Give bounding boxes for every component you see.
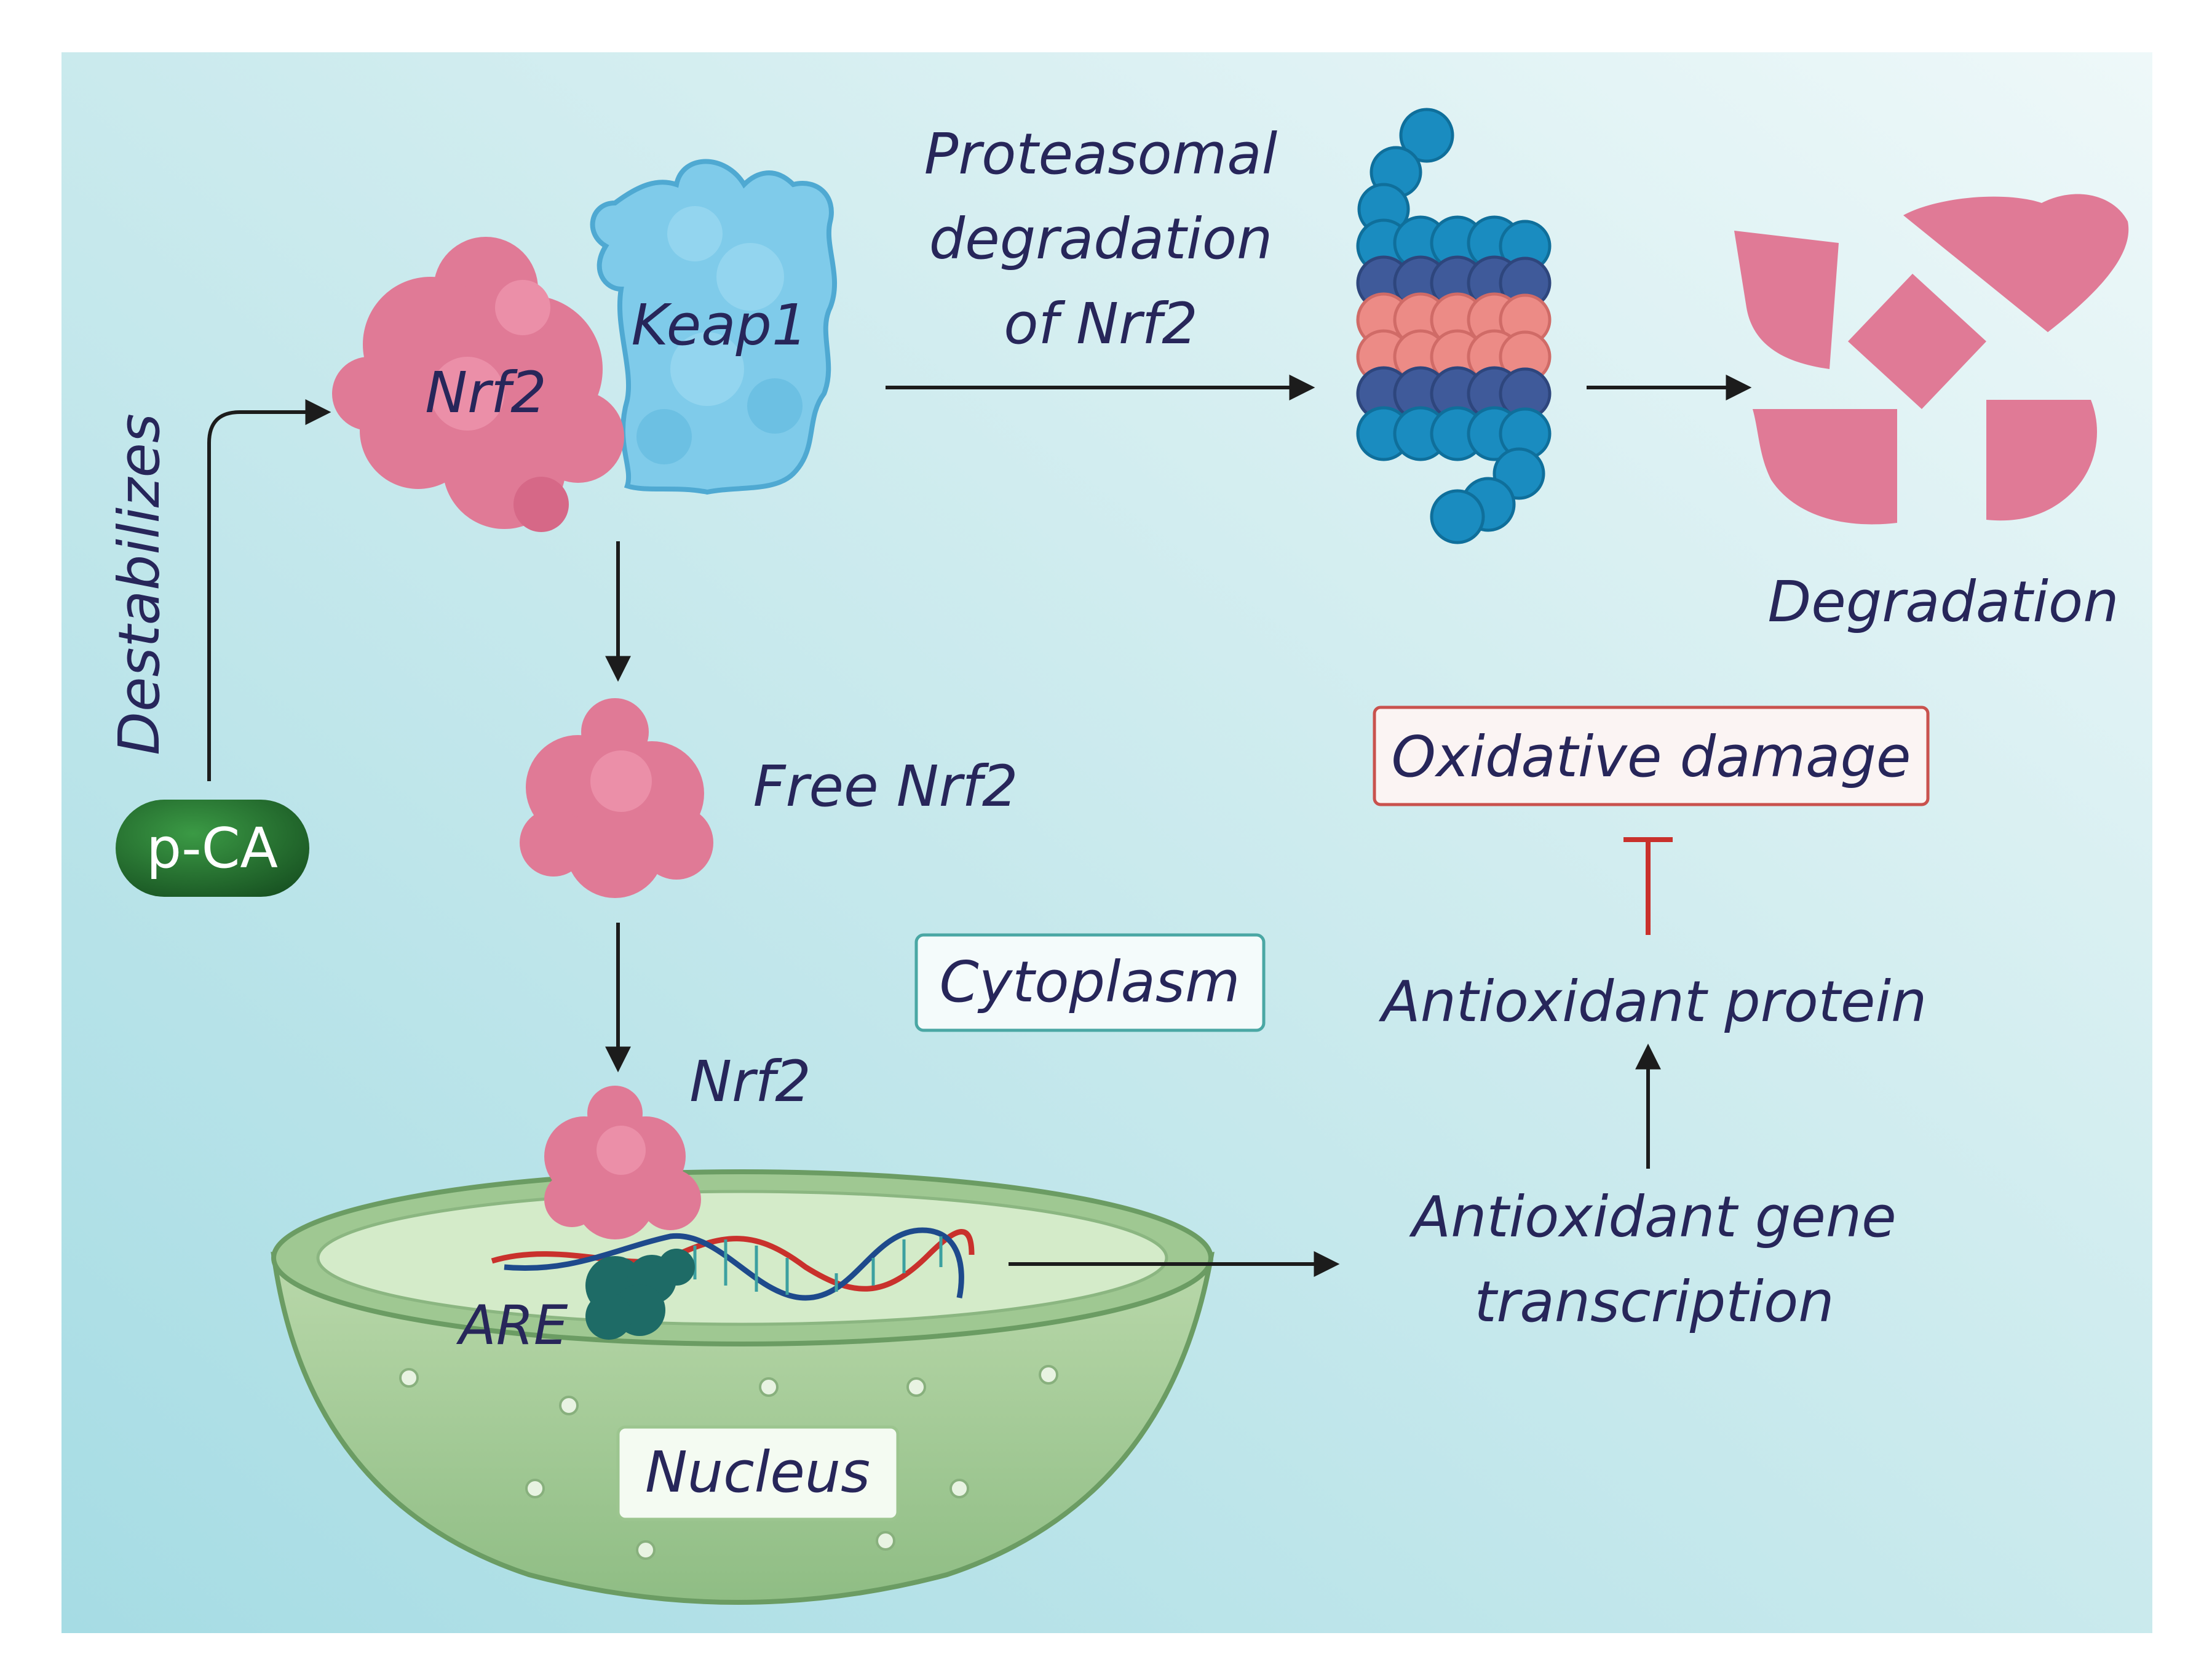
are-binding-protein (585, 1249, 695, 1340)
nrf2-complex-label: Nrf2 (425, 360, 547, 426)
proteasomal-degradation-line1: Proteasomal (924, 121, 1278, 187)
oxidative-damage-label: Oxidative damage (1392, 724, 1911, 790)
nuclear-nrf2-protein (544, 1086, 701, 1239)
are-label: ARE (456, 1294, 568, 1357)
proteasomal-degradation-line3: of Nrf2 (1004, 291, 1198, 357)
free-nrf2-label: Free Nrf2 (753, 754, 1018, 819)
keap1-label: Keap1 (632, 292, 808, 358)
antioxidant-gene-label-line1: Antioxidant gene (1409, 1184, 1896, 1250)
proteasomal-degradation-line2: degradation (929, 206, 1273, 272)
pca-label: p-CA (146, 816, 278, 881)
inhibition-bar-icon (1623, 837, 1673, 935)
arrow-pca-to-complex (207, 399, 331, 781)
nrf2-protein-complex (332, 237, 624, 532)
antioxidant-gene-label-line2: transcription (1474, 1269, 1834, 1335)
degraded-fragments-icon (1734, 194, 2129, 525)
cytoplasm-label: Cytoplasm (940, 949, 1240, 1015)
free-nrf2-protein (520, 698, 713, 898)
keap1-protein (590, 159, 837, 495)
nucleus-box: Nucleus (616, 1425, 900, 1521)
proteasome-icon (1356, 108, 1552, 544)
cytoplasm-box: Cytoplasm (914, 933, 1266, 1032)
antioxidant-protein-label: Antioxidant protein (1379, 969, 1927, 1035)
destabilizes-label: Destabilizes (106, 413, 172, 755)
dna-helix-icon (491, 1227, 975, 1301)
nucleus-bowl (271, 1169, 1215, 1605)
nucleus-label: Nucleus (645, 1439, 870, 1505)
oxidative-damage-box: Oxidative damage (1373, 706, 1930, 806)
pca-compound-badge: p-CA (116, 800, 309, 897)
degradation-label: Degradation (1767, 569, 2119, 635)
nrf2-nuclear-label: Nrf2 (689, 1049, 811, 1115)
